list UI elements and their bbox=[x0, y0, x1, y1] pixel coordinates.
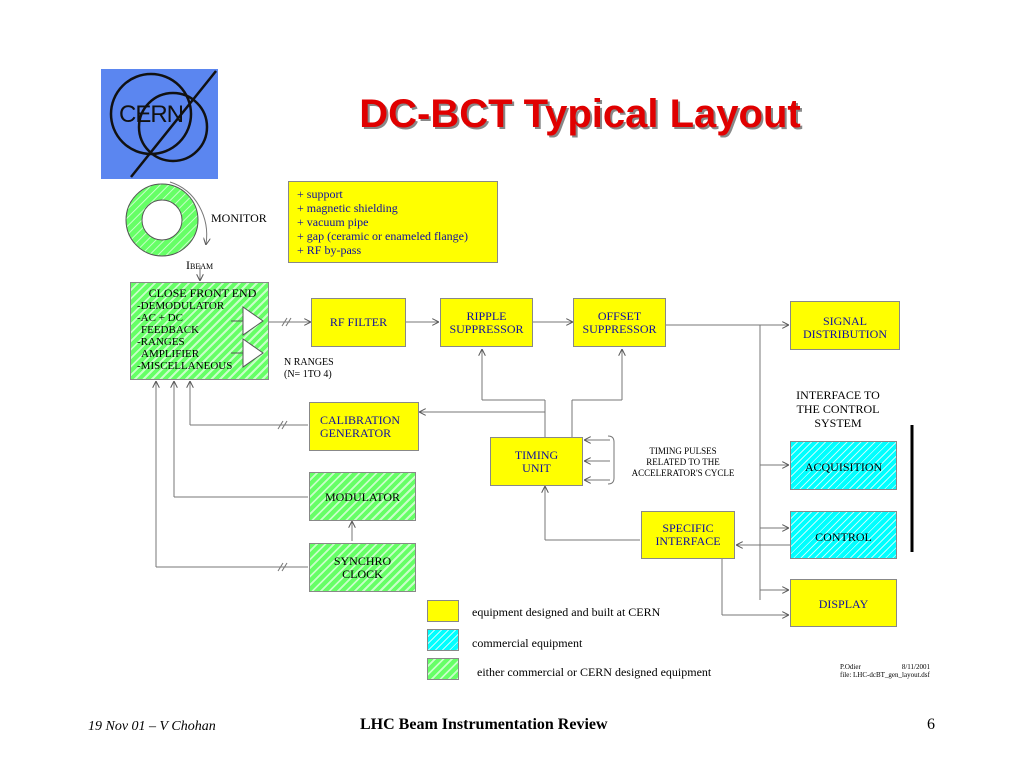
cern-logo-arcs bbox=[109, 70, 217, 178]
acquisition-box: ACQUISITION bbox=[790, 441, 897, 490]
close-front-end-box: CLOSE FRONT END -DEMODULATOR -AC + DC FE… bbox=[130, 282, 269, 380]
support-box: + support + magnetic shielding + vacuum … bbox=[288, 181, 498, 263]
support-line: + magnetic shielding bbox=[297, 201, 398, 215]
front-end-item: AMPLIFIER bbox=[141, 348, 200, 360]
control-box: CONTROL bbox=[790, 511, 897, 559]
monitor-label: MONITOR bbox=[211, 211, 267, 225]
footer-date-author: 19 Nov 01 – V Chohan bbox=[88, 719, 216, 734]
legend-label-cern: equipment designed and built at CERN bbox=[472, 605, 661, 619]
support-line: + vacuum pipe bbox=[297, 215, 369, 229]
support-line: + support bbox=[297, 187, 343, 201]
cern-logo: CERN bbox=[101, 69, 218, 179]
amplifier-icon bbox=[231, 306, 264, 368]
legend-swatch-either bbox=[427, 658, 459, 680]
legend-swatch-cern bbox=[427, 600, 459, 622]
front-end-item: -AC + DC bbox=[137, 312, 183, 324]
ibeam-label: IBEAM bbox=[186, 258, 214, 272]
rf-filter-label: RF FILTER bbox=[329, 315, 388, 329]
front-end-item: -MISCELLANEOUS bbox=[137, 360, 233, 372]
front-end-item: FEEDBACK bbox=[141, 324, 200, 336]
legend-label-either: either commercial or CERN designed equip… bbox=[477, 665, 712, 679]
page-number: 6 bbox=[927, 716, 935, 733]
modulator-box: MODULATOR bbox=[309, 472, 416, 521]
logo-text: CERN bbox=[118, 101, 184, 128]
support-line: + RF by-pass bbox=[297, 243, 362, 257]
footer-title: LHC Beam Instrumentation Review bbox=[360, 716, 608, 733]
front-end-item: -RANGES bbox=[137, 336, 185, 348]
display-box: DISPLAY bbox=[790, 579, 897, 627]
front-end-title: CLOSE FRONT END bbox=[148, 286, 257, 300]
front-end-item: -DEMODULATOR bbox=[137, 300, 225, 312]
rf-filter-box: RF FILTER bbox=[311, 298, 406, 347]
page-title: DC-BCT Typical Layout bbox=[359, 92, 801, 136]
support-line: + gap (ceramic or enameled flange) bbox=[297, 229, 469, 243]
monitor-toroid bbox=[125, 183, 199, 257]
legend-label-commercial: commercial equipment bbox=[472, 636, 583, 650]
legend-swatch-commercial bbox=[427, 629, 459, 651]
n-ranges-label: N RANGES(N= 1TO 4) bbox=[284, 357, 334, 380]
